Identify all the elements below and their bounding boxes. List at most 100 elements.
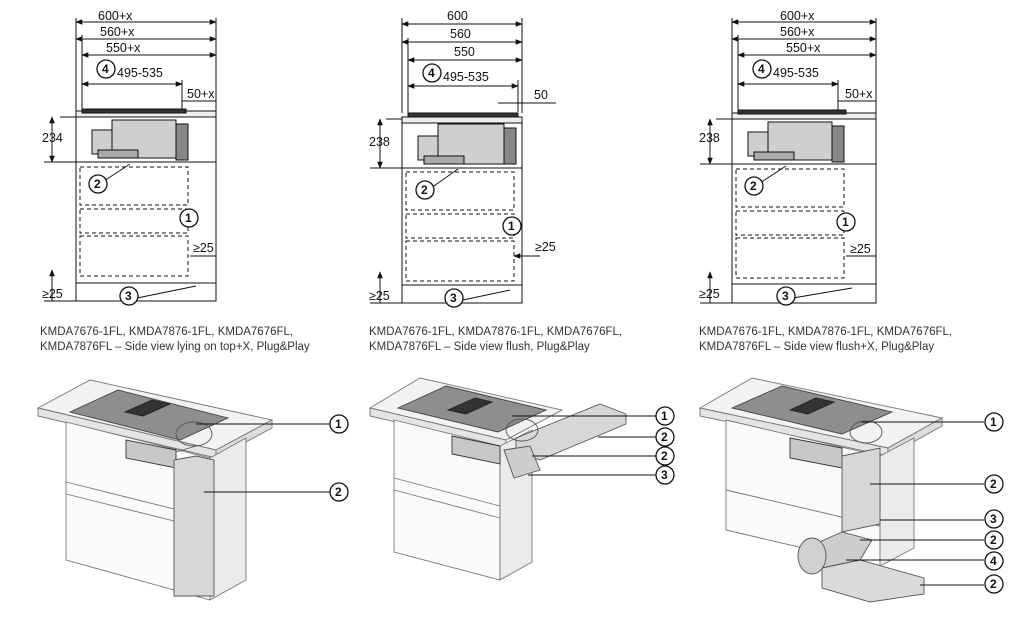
- hob-glass: [737, 109, 847, 115]
- dim-offset: 50+x: [187, 87, 215, 101]
- dim-bottom-gap: ≥25: [699, 287, 720, 301]
- dim-total: 600: [447, 9, 468, 23]
- iso3-callout-2c-label: 2: [990, 577, 997, 591]
- callout-4-label: 4: [102, 62, 109, 76]
- callout-4: [96, 59, 116, 79]
- iso-view-3: [698, 377, 944, 603]
- callout-4: [752, 59, 772, 79]
- iso-view-2: [368, 377, 627, 581]
- iso-view-3-leaders: [846, 421, 984, 586]
- dim-total: 600+x: [98, 9, 133, 23]
- callout-3: [444, 288, 464, 308]
- dimension-lines: [700, 18, 877, 304]
- dim-inner: 550+x: [786, 41, 821, 55]
- dim-offset: 50+x: [845, 87, 873, 101]
- floor-duct: [821, 559, 925, 603]
- iso1-callout-2-label: 2: [335, 485, 342, 499]
- downdraft-vent: [446, 397, 494, 415]
- motor-unit: [747, 121, 845, 163]
- iso-view-2-leaders: [512, 415, 656, 476]
- dim-mid: 560: [450, 27, 471, 41]
- callout-2: [88, 174, 108, 194]
- callout-4-label: 4: [758, 62, 765, 76]
- dim-range: 495-535: [773, 66, 819, 80]
- callout-3: [776, 286, 796, 306]
- callout-1-label: 1: [842, 215, 849, 229]
- callout-3: [119, 286, 139, 306]
- dim-side-gap: ≥25: [850, 242, 871, 256]
- worktop: [401, 116, 523, 124]
- iso-view-1-leaders: [196, 423, 330, 493]
- cabinet-side: [209, 437, 247, 601]
- drawer-2: [735, 210, 845, 236]
- motor-unit: [417, 123, 517, 165]
- cabinet-side: [879, 437, 915, 567]
- motor-unit: [451, 435, 501, 465]
- dim-bottom-gap: ≥25: [369, 289, 390, 303]
- iso3-callout-2b-label: 2: [990, 533, 997, 547]
- iso2-callout-1-label: 1: [661, 409, 668, 423]
- callout-4: [422, 63, 442, 83]
- dim-height: 238: [369, 135, 390, 149]
- dim-side-gap: ≥25: [535, 240, 556, 254]
- drawer-2: [79, 208, 189, 234]
- drawer-1: [735, 168, 845, 208]
- dim-inner: 550: [454, 45, 475, 59]
- dim-mid: 560+x: [780, 25, 815, 39]
- callout-1: [179, 208, 199, 228]
- downdraft-vent: [788, 397, 836, 415]
- caption-side-view-3-line-1: KMDA7676-1FL, KMDA7876-1FL, KMDA7676FL,: [699, 326, 953, 338]
- drawer-3: [405, 240, 515, 282]
- iso2-callout-3-label: 3: [661, 468, 668, 482]
- drawer-2: [405, 213, 515, 239]
- iso3-callout-2b: [984, 530, 1004, 550]
- dim-range: 495-535: [117, 66, 163, 80]
- iso2-callout-2b: [655, 446, 675, 466]
- iso1-callout-1-label: 1: [335, 417, 342, 431]
- iso1-callout-1: [329, 414, 349, 434]
- iso2-callout-2a-label: 2: [661, 430, 668, 444]
- callout-2-label: 2: [421, 183, 428, 197]
- callout-3-label: 3: [450, 291, 457, 305]
- dim-inner: 550+x: [106, 41, 141, 55]
- callout-1: [836, 212, 856, 232]
- iso3-callout-3: [984, 509, 1004, 529]
- callout-2: [744, 176, 764, 196]
- iso3-callout-2c: [984, 574, 1004, 594]
- iso-view-1: [36, 379, 274, 601]
- vertical-duct: [173, 455, 215, 597]
- dim-offset: 50: [534, 88, 548, 102]
- side-view-2: [370, 18, 556, 304]
- dim-total: 600+x: [780, 9, 815, 23]
- dim-height: 238: [699, 131, 720, 145]
- iso3-callout-4: [984, 551, 1004, 571]
- downdraft-vent: [123, 399, 172, 417]
- iso1-callout-2: [329, 482, 349, 502]
- dim-side-gap: ≥25: [193, 241, 214, 255]
- hob: [68, 389, 230, 441]
- caption-side-view-2-line-1: KMDA7676-1FL, KMDA7876-1FL, KMDA7676FL,: [369, 326, 623, 338]
- iso2-callout-2b-label: 2: [661, 449, 668, 463]
- dim-bottom-gap: ≥25: [42, 287, 63, 301]
- callout-2-label: 2: [94, 177, 101, 191]
- iso2-callout-3: [655, 465, 675, 485]
- caption-side-view-1-line-1: KMDA7676-1FL, KMDA7876-1FL, KMDA7676FL,: [40, 326, 294, 338]
- callout-1: [502, 216, 522, 236]
- vertical-duct: [841, 447, 881, 533]
- callout-2-label: 2: [750, 179, 757, 193]
- drawer-1: [79, 166, 189, 206]
- dimension-lines: [370, 18, 556, 304]
- caption-side-view-3-line-2: KMDA7876FL – Side view flush+X, Plug&Pla…: [699, 341, 935, 353]
- callout-4-label: 4: [428, 66, 435, 80]
- iso2-callout-1: [655, 406, 675, 426]
- iso2-callout-2a: [655, 427, 675, 447]
- dim-height: 234: [42, 131, 63, 145]
- duct-bend: [503, 445, 541, 479]
- hob-glass: [407, 112, 519, 118]
- callout-2: [415, 180, 435, 200]
- dimension-lines: [44, 18, 217, 302]
- drawer-3: [79, 235, 189, 277]
- dim-mid: 560+x: [100, 25, 135, 39]
- callout-3-label: 3: [782, 289, 789, 303]
- callout-1-label: 1: [508, 219, 515, 233]
